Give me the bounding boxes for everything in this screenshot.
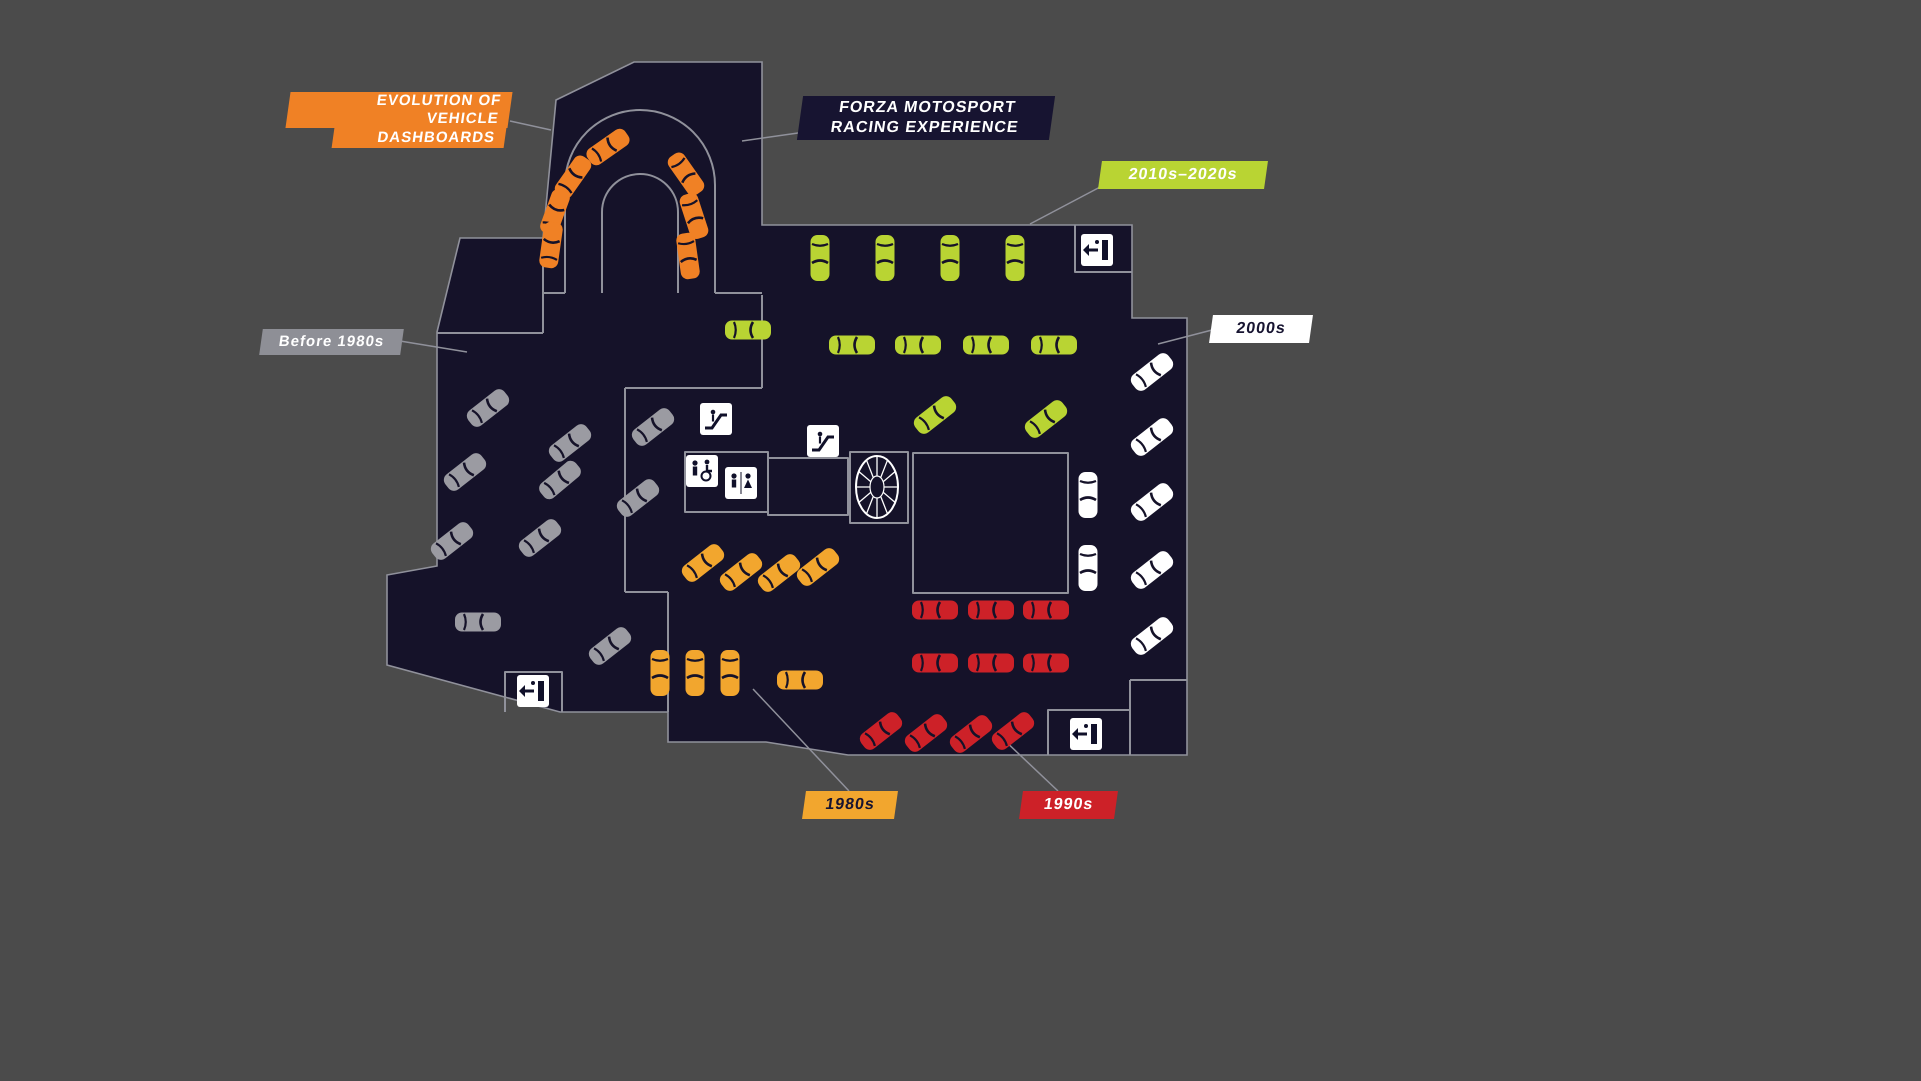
- exit-icon: [1070, 718, 1102, 750]
- label-2000s: 2000s: [1209, 315, 1313, 343]
- car-icon-before_1980s: [430, 522, 474, 560]
- car-icon-era_1980s: [685, 650, 705, 696]
- car-icon-era_1990s: [859, 712, 903, 750]
- escalator-icon: [700, 403, 732, 435]
- car-icon-era_1990s: [912, 600, 958, 620]
- car-icon-era_1980s: [757, 554, 801, 592]
- car-icon-dashboards: [586, 128, 630, 166]
- car-icon-era_2000s: [1130, 483, 1174, 521]
- label-1990s: 1990s: [1019, 791, 1118, 819]
- escalator-icon: [807, 425, 839, 457]
- leader-lines: [399, 120, 1213, 792]
- car-icon-era_1980s: [681, 544, 725, 582]
- car-icon-era_1990s: [904, 714, 948, 752]
- label-line: RACING EXPERIENCE: [829, 119, 1020, 136]
- car-icon-era_2000s: [1130, 353, 1174, 391]
- car-icon-era_2010s: [1005, 235, 1025, 281]
- car-icon-dashboards: [554, 155, 592, 199]
- car-icon-era_2010s: [829, 335, 875, 355]
- exit-icon: [1081, 234, 1113, 266]
- car-icon-dashboards: [539, 221, 563, 269]
- car-icon-era_1990s: [1023, 600, 1069, 620]
- label-forza-motosport-racing-experience: FORZA MOTOSPORT RACING EXPERIENCE: [796, 96, 1056, 140]
- exit-icon: [517, 675, 549, 707]
- car-icon-era_1980s: [650, 650, 670, 696]
- car-icon-before_1980s: [443, 453, 487, 491]
- label-line: 1980s: [824, 796, 876, 814]
- label-line: FORZA MOTOSPORT: [837, 99, 1017, 117]
- car-icon-era_1990s: [1023, 653, 1069, 673]
- car-icon-era_2000s: [1130, 617, 1174, 655]
- floor-outline: [386, 61, 1188, 756]
- car-icon-era_1990s: [912, 653, 958, 673]
- car-icon-era_2010s: [875, 235, 895, 281]
- car-icon-dashboards: [679, 193, 709, 239]
- label-1980s: 1980s: [802, 791, 898, 819]
- car-icon-before_1980s: [616, 479, 660, 517]
- label-line: Before 1980s: [277, 332, 386, 350]
- car-icon-era_1990s: [991, 712, 1035, 750]
- label-line: EVOLUTION OF: [375, 91, 503, 109]
- car-icon-era_2000s: [1078, 545, 1098, 591]
- car-icon-era_2000s: [1130, 551, 1174, 589]
- restroom-accessible-icon: [686, 455, 718, 487]
- car-icon-era_1980s: [777, 670, 823, 690]
- spiral-stairs-icon: [855, 455, 899, 519]
- car-icon-era_1980s: [720, 650, 740, 696]
- car-icon-before_1980s: [588, 627, 632, 665]
- car-icon-before_1980s: [455, 612, 501, 632]
- label-line: VEHICLE: [425, 110, 500, 127]
- car-icon-era_1990s: [968, 600, 1014, 620]
- car-icon-era_2010s: [963, 335, 1009, 355]
- label-before-1980s: Before 1980s: [259, 329, 404, 355]
- car-icon-era_1980s: [719, 553, 763, 591]
- label-line: 2010s–2020s: [1127, 166, 1239, 184]
- car-icon-era_2010s: [913, 396, 957, 434]
- label-line: DASHBOARDS: [376, 128, 497, 146]
- car-icon-before_1980s: [539, 460, 581, 500]
- car-icon-era_2010s: [940, 235, 960, 281]
- car-icon-before_1980s: [631, 408, 675, 446]
- car-icon-era_2010s: [1024, 400, 1068, 438]
- label-line: 1990s: [1042, 796, 1095, 814]
- cars-layer: [430, 128, 1174, 753]
- car-icon-era_2000s: [1130, 418, 1174, 456]
- car-icon-era_2010s: [810, 235, 830, 281]
- label-evolution-of-vehicle-dashboards: EVOLUTION OF VEHICLE: [285, 91, 513, 128]
- car-icon-before_1980s: [466, 389, 510, 427]
- car-icon-era_1990s: [968, 653, 1014, 673]
- label-evolution-of-vehicle-dashboards-2: DASHBOARDS: [331, 128, 507, 148]
- car-icon-dashboards: [667, 152, 705, 196]
- car-icon-dashboards: [676, 232, 700, 280]
- car-icon-era_2010s: [725, 320, 771, 340]
- icons-layer: [517, 234, 1113, 750]
- car-icon-era_1990s: [949, 715, 993, 753]
- car-icon-era_1980s: [796, 548, 840, 586]
- label-line: 2000s: [1235, 320, 1287, 338]
- restroom-icon: [725, 467, 757, 499]
- car-icon-era_2010s: [1031, 335, 1077, 355]
- car-icon-era_2000s: [1078, 472, 1098, 518]
- car-icon-era_2010s: [895, 335, 941, 355]
- car-icon-before_1980s: [518, 519, 562, 557]
- label-2010s-2020s: 2010s–2020s: [1098, 161, 1268, 189]
- car-icon-before_1980s: [548, 424, 592, 462]
